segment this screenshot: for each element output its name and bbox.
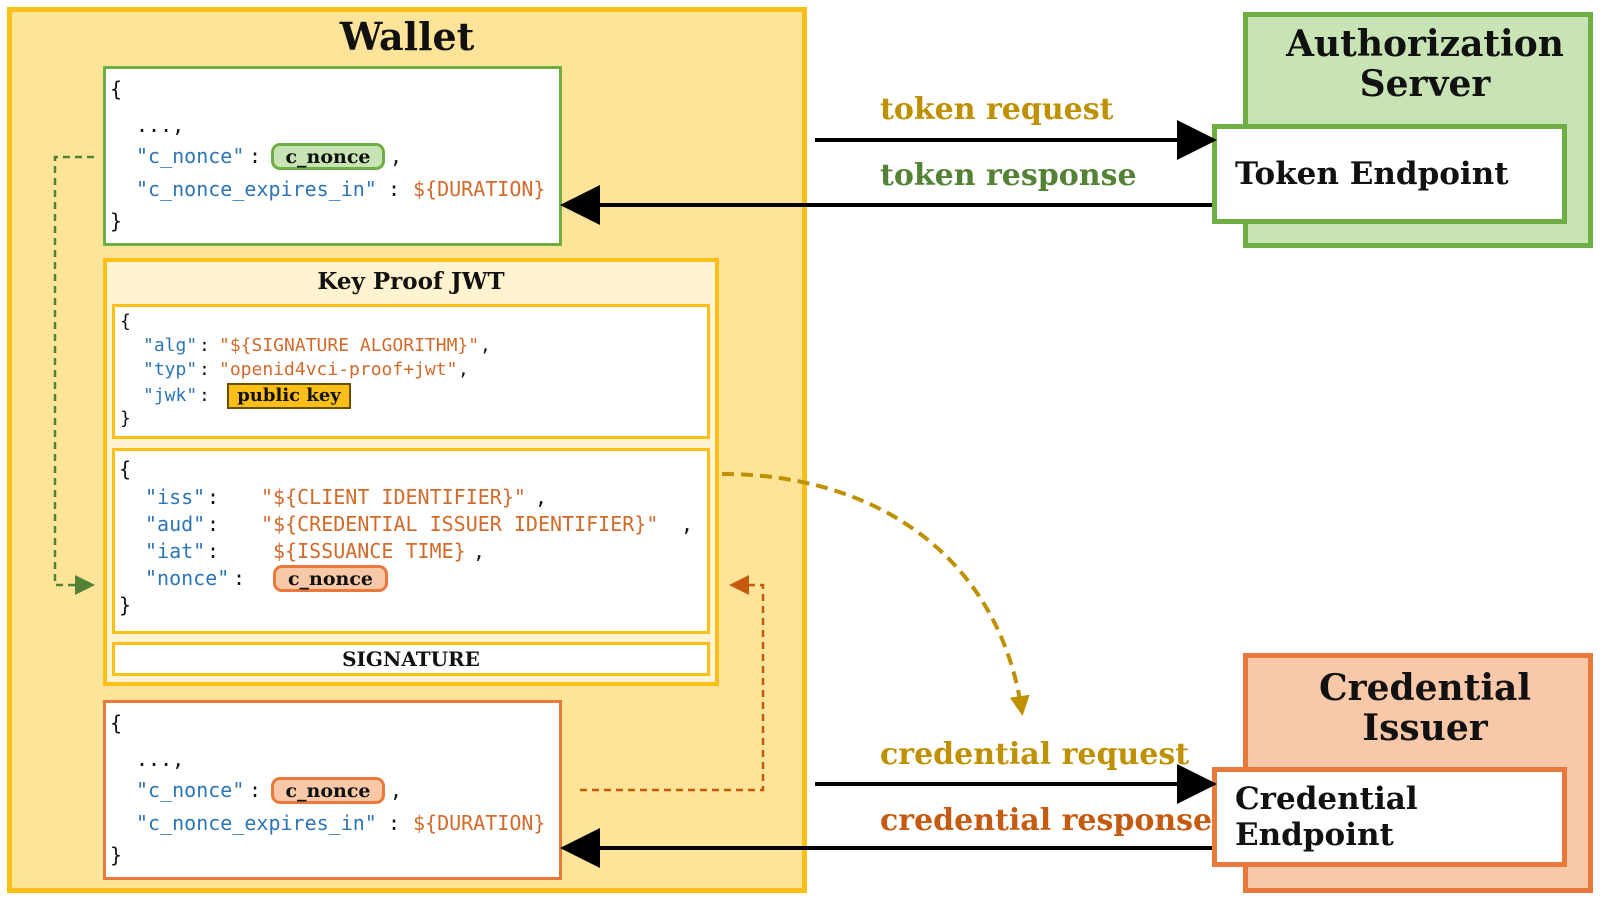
jwt-payload-box: { "iss" : "${CLIENT IDENTIFIER}" , "aud"… xyxy=(112,448,710,634)
wallet-title: Wallet xyxy=(339,14,475,59)
c-nonce-expires-key: "c_nonce_expires_in" xyxy=(136,177,377,201)
brace-close: } xyxy=(120,408,131,429)
aud-value: "${CREDENTIAL ISSUER IDENTIFIER}" xyxy=(261,512,659,536)
ellipsis: ..., xyxy=(136,113,185,137)
token-endpoint: Token Endpoint xyxy=(1212,124,1567,224)
typ-value: "openid4vci-proof+jwt" xyxy=(219,359,458,380)
iss-value: "${CLIENT IDENTIFIER}" xyxy=(261,485,526,509)
brace-close: } xyxy=(119,593,132,617)
brace-close: } xyxy=(110,843,123,867)
iss-key: "iss" xyxy=(145,485,206,509)
brace-close: } xyxy=(110,209,123,233)
brace-open: { xyxy=(119,457,132,481)
aud-key: "aud" xyxy=(145,512,206,536)
jwt-header-box: { "alg" : "${SIGNATURE ALGORITHM}" , "ty… xyxy=(112,304,710,439)
token-response-label: token response xyxy=(880,158,1137,193)
c-nonce-pill: c_nonce xyxy=(271,777,385,804)
token-response-json-box: { ..., "c_nonce" : c_nonce , "c_nonce_ex… xyxy=(103,66,562,246)
credential-request-label: credential request xyxy=(880,737,1190,772)
credential-endpoint-label: Credential Endpoint xyxy=(1235,781,1418,853)
public-key-pill: public key xyxy=(227,383,351,409)
brace-open: { xyxy=(110,77,123,101)
c-nonce-key: "c_nonce" xyxy=(136,778,245,802)
proof-to-credential-request-dashed-arrow xyxy=(721,472,1030,716)
ellipsis: ..., xyxy=(136,747,185,771)
iat-key: "iat" xyxy=(145,539,206,563)
token-request-label: token request xyxy=(880,92,1114,127)
alg-value: "${SIGNATURE ALGORITHM}" xyxy=(219,335,480,356)
nonce-refresh-dashed-arrow xyxy=(580,575,765,792)
key-proof-jwt-title: Key Proof JWT xyxy=(317,268,505,295)
signature-box: SIGNATURE xyxy=(112,642,710,676)
c-nonce-pill: c_nonce xyxy=(273,565,388,592)
credential-endpoint: Credential Endpoint xyxy=(1212,767,1567,867)
token-endpoint-label: Token Endpoint xyxy=(1235,156,1509,192)
iat-value: ${ISSUANCE TIME} xyxy=(273,539,466,563)
brace-open: { xyxy=(110,711,123,735)
alg-key: "alg" xyxy=(143,335,198,356)
c-nonce-pill: c_nonce xyxy=(271,143,385,170)
duration-value: ${DURATION} xyxy=(413,811,546,835)
credential-response-label: credential response xyxy=(880,803,1213,838)
typ-key: "typ" xyxy=(143,359,198,380)
authorization-server-title: Authorization Server xyxy=(1286,23,1564,105)
brace-open: { xyxy=(120,311,131,332)
nonce-to-proof-dashed-arrow xyxy=(53,155,95,595)
duration-value: ${DURATION} xyxy=(413,177,546,201)
credential-issuer-title: Credential Issuer xyxy=(1318,667,1532,749)
credential-response-json-box: { ..., "c_nonce" : c_nonce , "c_nonce_ex… xyxy=(103,700,562,880)
nonce-key: "nonce" xyxy=(145,566,230,590)
c-nonce-key: "c_nonce" xyxy=(136,144,245,168)
c-nonce-expires-key: "c_nonce_expires_in" xyxy=(136,811,377,835)
jwk-key: "jwk" xyxy=(143,385,198,406)
